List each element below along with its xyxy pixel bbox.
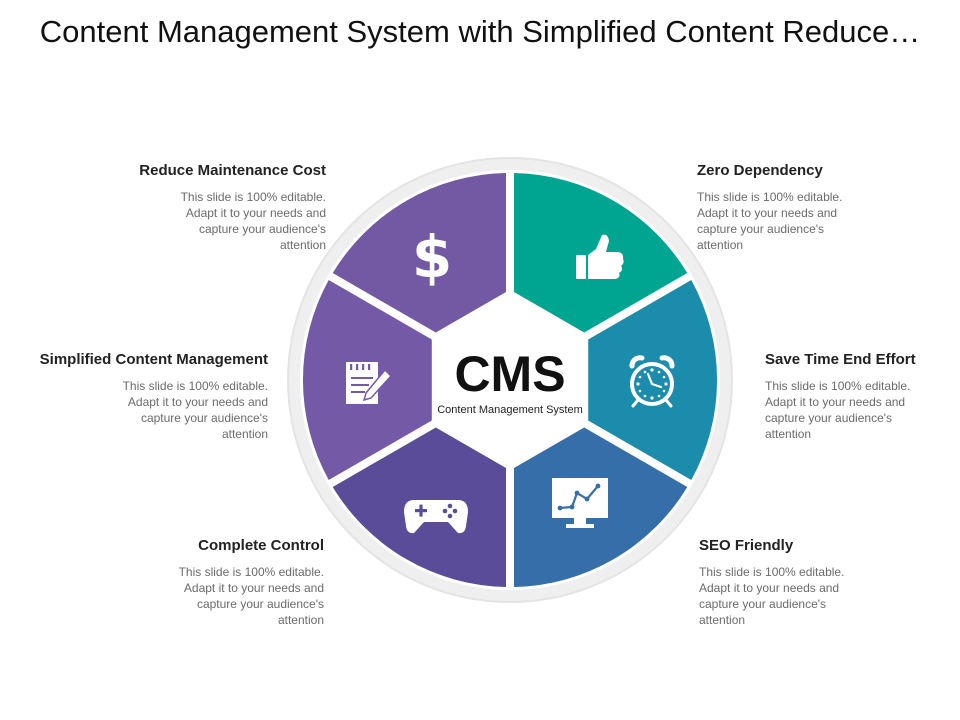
segment-heading: Save Time End Effort (765, 351, 916, 368)
segment-seo-friendly: SEO Friendly This slide is 100% editable… (699, 537, 939, 628)
segment-description: This slide is 100% editable. Adapt it to… (699, 565, 845, 627)
notepad-pencil-icon (346, 362, 393, 404)
center-hexagon (434, 292, 586, 468)
segment-save-time-end-effort: Save Time End Effort This slide is 100% … (765, 351, 945, 442)
segment-reduce-maintenance-cost: Reduce Maintenance Cost This slide is 10… (86, 162, 326, 253)
segment-heading: SEO Friendly (699, 537, 794, 554)
segment-heading: Complete Control (198, 537, 324, 554)
segment-description: This slide is 100% editable. Adapt it to… (765, 379, 911, 441)
segment-description: This slide is 100% editable. Adapt it to… (697, 190, 843, 252)
segment-description: This slide is 100% editable. Adapt it to… (122, 379, 268, 441)
svg-text:$: $ (412, 223, 452, 291)
segment-simplified-content-management: Simplified Content Management This slide… (22, 351, 268, 442)
chart-monitor-icon (552, 478, 608, 528)
dollar-icon: $ (412, 223, 452, 291)
segment-heading: Simplified Content Management (39, 351, 268, 368)
thumbs-up-icon (576, 234, 624, 279)
alarm-clock-icon (629, 355, 675, 408)
sector-save-time-end-effort (588, 279, 718, 481)
cms-center-title: CMS (454, 346, 566, 402)
segment-heading: Zero Dependency (697, 162, 823, 179)
segment-zero-dependency: Zero Dependency This slide is 100% edita… (697, 162, 937, 253)
segment-description: This slide is 100% editable. Adapt it to… (180, 190, 326, 252)
segment-heading: Reduce Maintenance Cost (139, 162, 326, 179)
segment-complete-control: Complete Control This slide is 100% edit… (84, 537, 324, 628)
sector-reduce-maintenance-cost (332, 173, 506, 333)
cms-center-subtitle: Content Management System (437, 404, 583, 416)
game-controller-icon (404, 500, 468, 534)
segment-description: This slide is 100% editable. Adapt it to… (178, 565, 324, 627)
slide-title: Content Management System with Simplifie… (39, 14, 921, 49)
